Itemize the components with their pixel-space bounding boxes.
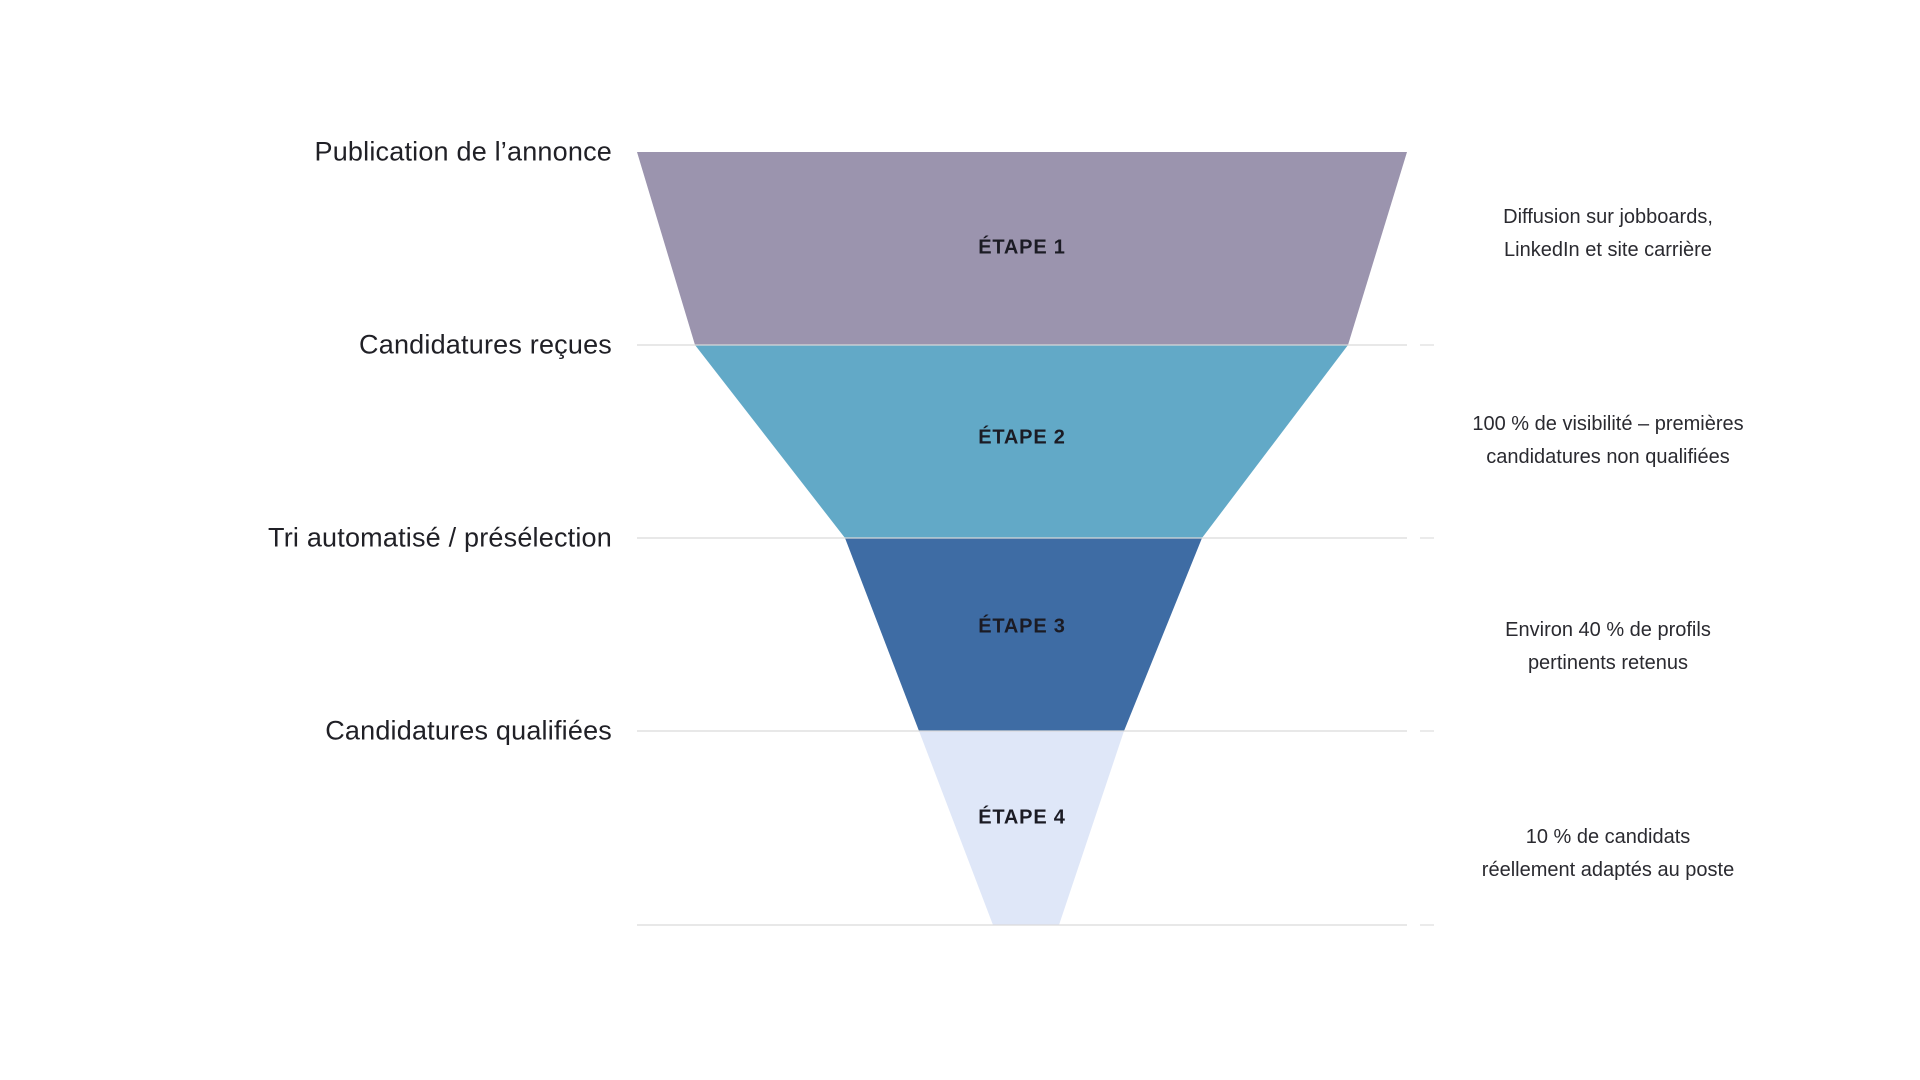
left-label-publication-annonce: Publication de l’annonce [314, 136, 612, 167]
funnel-segment-etape-1 [637, 152, 1407, 345]
left-label-tri-automatise: Tri automatisé / présélection [268, 522, 612, 553]
funnel-segment-etape-2 [695, 345, 1348, 538]
left-label-candidatures-recues: Candidatures reçues [359, 329, 612, 360]
stage-label-etape-3: ÉTAPE 3 [978, 615, 1066, 638]
annotation-etape-1: Diffusion sur jobboards, LinkedIn et sit… [1503, 206, 1713, 261]
left-label-candidatures-qualifiees: Candidatures qualifiées [325, 715, 612, 746]
annotation-etape-3: Environ 40 % de profils pertinents reten… [1505, 619, 1711, 674]
stage-label-etape-4: ÉTAPE 4 [978, 806, 1066, 829]
funnel-segment-etape-3 [845, 538, 1202, 731]
funnel-segment-etape-4 [919, 731, 1124, 925]
stage-label-etape-1: ÉTAPE 1 [978, 236, 1066, 259]
annotation-etape-2: 100 % de visibilité – premières candidat… [1472, 413, 1744, 468]
stage-label-etape-2: ÉTAPE 2 [978, 426, 1066, 449]
annotation-etape-4: 10 % de candidats réellement adaptés au … [1481, 826, 1735, 881]
